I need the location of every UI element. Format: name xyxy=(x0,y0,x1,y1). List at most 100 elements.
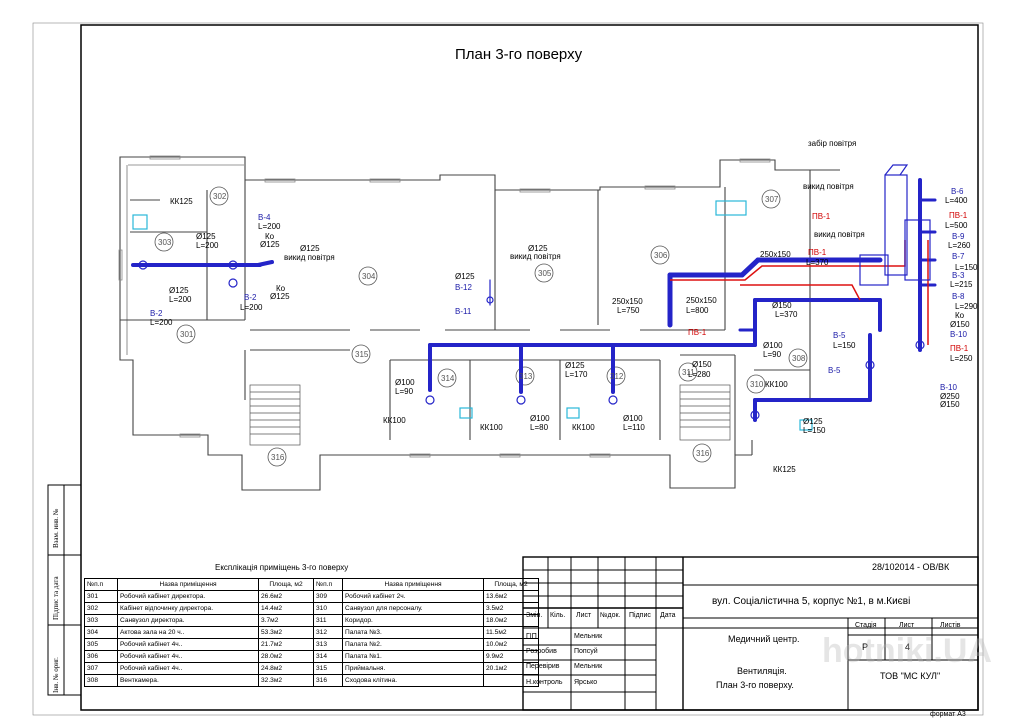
label-kk100-c: КК100 xyxy=(480,423,503,432)
label-d125-f: Ø125 xyxy=(528,244,548,253)
room-305: 305 xyxy=(538,269,552,278)
label-d125-i: Ø125 xyxy=(803,417,823,426)
role-control: Н.контроль xyxy=(526,679,563,686)
address: вул. Соціалістична 5, корпус №1, в м.Киє… xyxy=(712,596,911,607)
label-kk125-b: КК125 xyxy=(773,465,796,474)
label-l250: L=250 xyxy=(950,354,973,363)
drawing-title-2: План 3-го поверху. xyxy=(716,680,794,690)
label-pv1-c: ПВ-1 xyxy=(812,212,831,221)
room-311: 311 xyxy=(682,368,695,377)
building-walls xyxy=(119,156,840,491)
label-d125-h: Ø125 xyxy=(565,361,585,370)
label-l200-a: L=200 xyxy=(258,222,281,231)
label-l90-a: L=90 xyxy=(763,350,782,359)
label-v8: В-8 xyxy=(952,292,965,301)
name-checker: Мельник xyxy=(574,663,603,670)
room-310: 310 xyxy=(750,380,764,389)
label-kk100-b: КК100 xyxy=(383,416,406,425)
change-header: №док. xyxy=(600,612,621,619)
label-kk100-a: КК100 xyxy=(765,380,788,389)
stage-header: Стадія xyxy=(855,622,877,629)
label-d100-d: Ø100 xyxy=(530,414,550,423)
label-v12: В-12 xyxy=(455,283,472,292)
label-v4: В-4 xyxy=(258,213,271,222)
room-312: 312 xyxy=(610,372,624,381)
label-250x150-b: 250x150 xyxy=(612,297,643,306)
label-vykid-d: викид повітря xyxy=(814,230,865,239)
label-l150-c: L=150 xyxy=(803,426,826,435)
cell: Венткамера. xyxy=(117,674,259,687)
room-315: 315 xyxy=(355,350,369,359)
ventilation-unit xyxy=(859,164,931,286)
cell xyxy=(483,674,539,687)
change-header: Лист xyxy=(576,612,592,619)
label-v10-b: В-10 xyxy=(940,383,957,392)
label-d250: Ø250 xyxy=(940,392,960,401)
label-pv1-b: ПВ-1 xyxy=(950,344,969,353)
name-developer: Попсуй xyxy=(574,648,598,655)
room-314: 314 xyxy=(441,374,455,383)
label-l200-e: L=200 xyxy=(150,318,173,327)
label-v2-b: В-2 xyxy=(150,309,163,318)
label-d125-c: Ø125 xyxy=(300,244,320,253)
format-label: формат А3 xyxy=(930,711,966,718)
label-pv1-d: ПВ-1 xyxy=(808,248,827,257)
label-d150-c: Ø150 xyxy=(772,301,792,310)
room-316-b: 316 xyxy=(696,449,710,458)
label-v5-a: В-5 xyxy=(833,331,846,340)
label-d125-g: Ø125 xyxy=(455,272,475,281)
label-v9: В-9 xyxy=(952,232,965,241)
drawing-title-1: Вентиляція. xyxy=(737,666,787,676)
room-306: 306 xyxy=(654,251,668,260)
label-v7: В-7 xyxy=(952,252,965,261)
watermark: hotniki.UA xyxy=(822,632,992,670)
label-250x150-c: 250x150 xyxy=(686,296,717,305)
explication-table: №п.п Назва приміщення Площа, м2 №п.п Наз… xyxy=(84,578,539,687)
label-l200-c: L=200 xyxy=(169,295,192,304)
label-l750: L=750 xyxy=(617,306,640,315)
label-d100-e: Ø100 xyxy=(623,414,643,423)
label-l110: L=110 xyxy=(623,423,645,432)
label-l400: L=400 xyxy=(945,196,968,205)
room-308: 308 xyxy=(792,354,806,363)
room-316-a: 316 xyxy=(271,453,285,462)
change-header: Дата xyxy=(660,612,676,619)
label-250x150-a: 250x150 xyxy=(760,250,791,259)
label-ko-a: Ко xyxy=(265,232,275,241)
stairs-left xyxy=(249,384,301,446)
diffusers xyxy=(138,260,925,420)
change-header: Підпис xyxy=(629,612,651,619)
label-pv1-e: ПВ-1 xyxy=(688,328,707,337)
sheets-header: Листів xyxy=(940,622,961,629)
label-pv1-a: ПВ-1 xyxy=(949,211,968,220)
label-d100-c: Ø100 xyxy=(395,378,415,387)
cell: 308 xyxy=(84,674,118,687)
stage-value: Р xyxy=(862,642,869,652)
label-d150-b: Ø150 xyxy=(940,400,960,409)
label-kk100-d: КК100 xyxy=(572,423,595,432)
sheet-header: Лист xyxy=(899,622,915,629)
label-d150-a: Ø150 xyxy=(950,320,970,329)
room-301: 301 xyxy=(180,330,194,339)
role-gip: ГІП xyxy=(526,633,537,640)
label-v6: В-6 xyxy=(951,187,964,196)
label-l200-b: L=200 xyxy=(196,241,219,250)
label-zabir: забір повітря xyxy=(808,139,857,148)
stairs-right xyxy=(679,384,731,441)
label-d125-d: Ø125 xyxy=(169,286,189,295)
change-header: Кіль. xyxy=(550,612,566,619)
name-gip: Мельник xyxy=(574,633,603,640)
label-v2-a: В-2 xyxy=(244,293,257,302)
label-ko-c: Ко xyxy=(955,311,965,320)
room-304: 304 xyxy=(362,272,376,281)
plan-title: План 3-го поверху xyxy=(455,46,583,63)
air-grilles xyxy=(132,200,813,431)
label-vykid-b: викид повітря xyxy=(510,252,561,261)
label-d125-e: Ø125 xyxy=(270,292,290,301)
object-name: Медичний центр. xyxy=(728,634,800,644)
room-302: 302 xyxy=(213,192,227,201)
label-v10-a: В-10 xyxy=(950,330,967,339)
